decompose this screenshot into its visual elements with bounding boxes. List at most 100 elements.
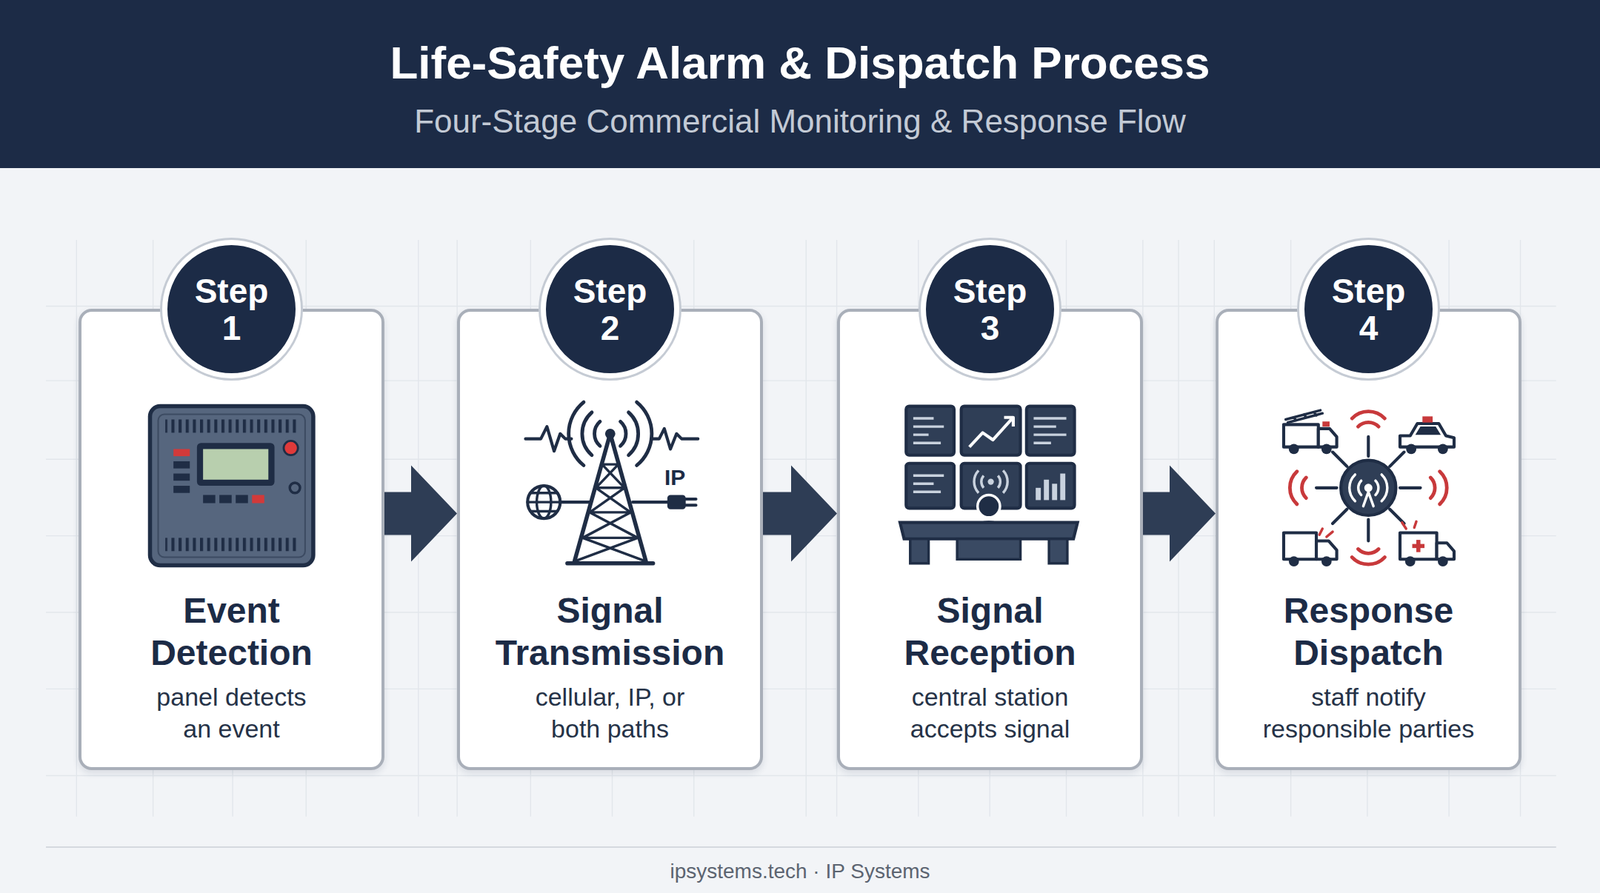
footer-rule xyxy=(45,846,1557,849)
dispatch-icon xyxy=(1422,416,1433,423)
dispatch-icon xyxy=(1283,424,1319,447)
alarm-panel-icon xyxy=(202,448,269,480)
dispatch-icon xyxy=(1316,437,1421,542)
transmission-tower-icon xyxy=(560,500,590,504)
dispatch-icon xyxy=(1402,521,1417,529)
monitoring-station-icon xyxy=(961,406,1021,456)
monitoring-station-icon xyxy=(966,520,1012,546)
dispatch-icon xyxy=(1318,428,1338,448)
card-description: central station accepts signal xyxy=(897,681,1083,746)
monitoring-station-icon xyxy=(905,406,955,456)
alarm-panel-icon xyxy=(283,440,298,455)
monitoring-station-icon xyxy=(977,494,1000,518)
step-circle: Step 2 xyxy=(540,240,680,379)
transmission-tower-icon xyxy=(684,499,696,506)
alarm-panel-icon xyxy=(197,442,275,486)
alarm-panel-icon xyxy=(165,419,298,433)
alarm-panel-icon xyxy=(202,494,216,503)
step-number: Step 3 xyxy=(948,272,1032,347)
diagram-title: Life-Safety Alarm & Dispatch Process xyxy=(0,34,1600,92)
transmission-tower-icon xyxy=(527,485,560,519)
dispatch-icon xyxy=(1283,410,1455,567)
monitoring-station-icon xyxy=(1048,539,1068,564)
alarm-panel-icon xyxy=(173,485,190,494)
alarm-panel-icon xyxy=(235,494,249,503)
monitoring-station-icon xyxy=(1026,406,1075,456)
transmission-tower-icon xyxy=(668,496,685,509)
process-card: Event Detectionpanel detects an eventSte… xyxy=(78,308,385,771)
dispatch-icon xyxy=(1321,444,1332,455)
dispatch-icon xyxy=(1288,444,1300,455)
dispatch-icon xyxy=(1437,556,1449,567)
monitoring-station-icon xyxy=(987,478,994,485)
card-title: Signal Transmission xyxy=(482,589,738,675)
step-circle: Step 4 xyxy=(1299,240,1438,379)
card-description: cellular, IP, or both paths xyxy=(519,681,701,746)
grid-lines xyxy=(45,305,1557,776)
dispatch-icon xyxy=(1340,460,1396,516)
card-description: staff notify responsible parties xyxy=(1257,681,1480,746)
alarm-panel-icon xyxy=(150,406,314,566)
alarm-panel-icon xyxy=(219,494,232,503)
footer-credit: ipsystems.tech · IP Systems xyxy=(0,859,1600,885)
process-card: Signal Receptioncentral station accepts … xyxy=(837,308,1143,771)
alarm-panel-icon xyxy=(150,406,314,566)
process-card: Signal Transmissioncellular, IP, or both… xyxy=(457,308,763,771)
dispatch-icon xyxy=(1364,483,1373,492)
monitoring-station-icon xyxy=(961,463,1021,509)
transmission-tower-icon xyxy=(525,426,572,452)
monitoring-station-icon xyxy=(974,470,1008,493)
step-number: Step 2 xyxy=(568,272,652,347)
dispatch-icon xyxy=(1416,540,1421,553)
transmission-tower-icon xyxy=(527,493,560,512)
monitoring-station-icon xyxy=(1051,483,1058,500)
dispatch-icon xyxy=(1349,474,1388,507)
transmission-tower-icon xyxy=(537,485,552,519)
dispatch-icon xyxy=(1288,556,1300,567)
dispatch-icon xyxy=(1319,528,1333,538)
dispatch-icon xyxy=(1437,542,1455,560)
card-title: Signal Reception xyxy=(862,589,1118,675)
monitoring-station-icon xyxy=(1035,488,1041,501)
transmission-tower-icon xyxy=(632,500,669,504)
dispatch-icon xyxy=(1285,410,1323,423)
card-description: panel detects an event xyxy=(146,681,318,746)
dispatch-icon xyxy=(1400,532,1438,560)
monitoring-station-icon xyxy=(905,463,955,509)
dispatch-icon xyxy=(1316,540,1338,560)
alarm-panel-icon xyxy=(173,474,190,482)
dispatch-icon xyxy=(1415,426,1441,435)
flow-arrow xyxy=(762,465,838,563)
subtitle-text: Four-Stage Commercial Monitoring & Respo… xyxy=(0,102,1600,141)
step-number: Step 1 xyxy=(190,272,274,347)
monitoring-station-icon xyxy=(957,539,1020,560)
monitoring-station-icon xyxy=(913,418,1067,492)
dispatch-icon xyxy=(1400,423,1455,448)
dispatch-icon xyxy=(1321,556,1332,567)
step-circle: Step 1 xyxy=(162,240,301,379)
dispatch-icon xyxy=(1437,444,1449,455)
monitoring-station-icon xyxy=(1060,474,1066,501)
transmission-tower-icon xyxy=(605,428,616,440)
dispatch-icon xyxy=(1405,444,1417,455)
monitoring-station-icon xyxy=(910,539,929,564)
alarm-panel-icon xyxy=(289,482,300,494)
monitoring-station-icon xyxy=(1043,480,1049,501)
card-title: Event Detection xyxy=(103,589,360,675)
transmission-tower-icon xyxy=(567,434,654,564)
dispatch-icon xyxy=(1283,532,1317,560)
alarm-panel-icon xyxy=(158,414,306,558)
transmission-tower-icon xyxy=(525,402,698,564)
dispatch-icon xyxy=(1289,411,1447,565)
grid-lines xyxy=(45,240,1557,818)
alarm-panel-icon xyxy=(173,448,190,457)
monitoring-station-icon xyxy=(969,417,1014,448)
transmission-tower-icon xyxy=(568,402,652,466)
transmission-tower-icon xyxy=(651,428,698,450)
protocol-label: IP xyxy=(664,465,686,491)
card-title: Response Dispatch xyxy=(1240,589,1497,675)
alarm-panel-icon xyxy=(173,461,190,469)
monitoring-station-icon xyxy=(900,406,1078,564)
monitoring-station-icon xyxy=(1026,463,1075,509)
